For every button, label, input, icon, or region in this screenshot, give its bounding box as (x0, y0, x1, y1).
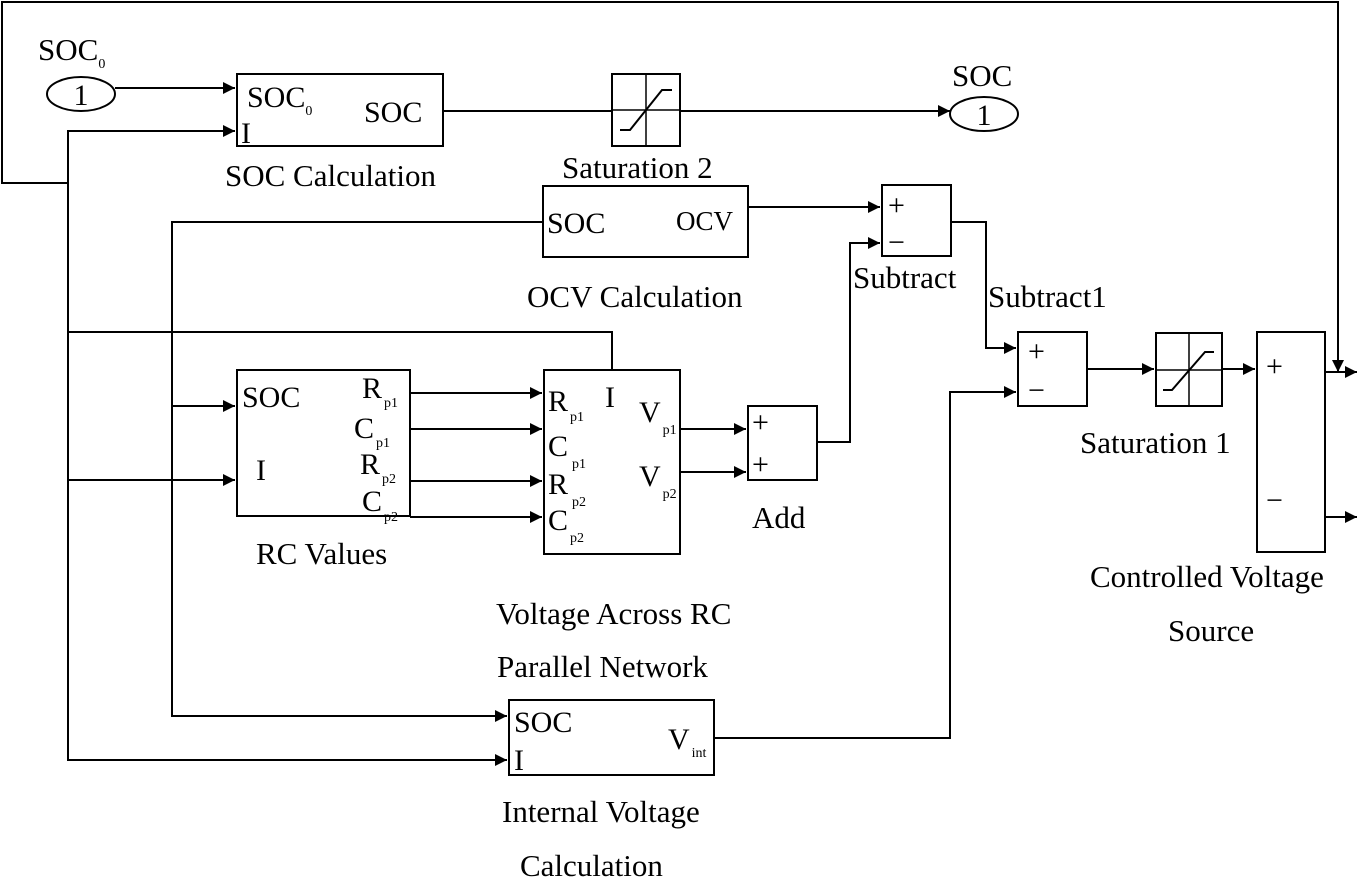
internal-voltage-title-line1: Internal Voltage (502, 794, 700, 829)
wire-subtract-to-subtract1[interactable] (951, 221, 1016, 354)
wire-current-feedback-loop[interactable] (1, 1, 1344, 372)
soc-outport[interactable]: 1 SOC (949, 58, 1019, 132)
rc-values-port-i: I (256, 454, 266, 487)
cvs-title-line2: Source (1168, 613, 1254, 648)
rc-values-title: RC Values (256, 536, 387, 571)
voltage-rc-port-rp2: Rp2 (548, 468, 586, 510)
internal-voltage-port-i: I (514, 744, 524, 777)
subtract-minus: − (888, 226, 905, 259)
subtract-block[interactable]: + − Subtract (853, 184, 957, 295)
wire-current-to-voltage-rc[interactable] (68, 331, 613, 370)
saturation2-title: Saturation 2 (562, 150, 713, 185)
ocv-calc-port-soc: SOC (547, 207, 605, 240)
voltage-rc-port-cp1: Cp1 (548, 430, 586, 472)
cvs-plus: + (1266, 350, 1283, 383)
wire-current-bus[interactable] (67, 183, 507, 766)
voltage-rc-title-line2: Parallel Network (497, 649, 708, 684)
wire-soc-bus[interactable] (171, 221, 543, 722)
internal-voltage-title-line2: Calculation (520, 848, 663, 883)
add-plus-1: + (752, 406, 769, 439)
wire-vint-to-subtract1[interactable] (714, 386, 1016, 739)
saturation1-block[interactable]: Saturation 1 (1080, 332, 1231, 460)
voltage-rc-port-cp2: Cp2 (548, 504, 584, 546)
ocv-calc-port-ocv: OCV (676, 206, 734, 236)
voltage-rc-port-vp2: Vp2 (639, 460, 677, 502)
soc-outport-label: SOC (952, 58, 1012, 93)
soc0-inport[interactable]: 1 SOC0 (38, 32, 116, 112)
voltage-rc-port-vp1: Vp1 (639, 396, 677, 438)
add-title: Add (752, 500, 806, 535)
subtract1-minus: − (1028, 374, 1045, 407)
soc-calc-port-soc-out: SOC (364, 96, 422, 129)
subtract1-title: Subtract1 (988, 279, 1107, 314)
saturation2-icon (620, 89, 672, 131)
cvs-title-line1: Controlled Voltage (1090, 559, 1324, 594)
signal-lines (1, 1, 1357, 766)
wire-current-to-soc-calc[interactable] (67, 125, 235, 183)
voltage-rc-title-line1: Voltage Across RC (496, 596, 731, 631)
soc-calculation-block[interactable]: SOC0 I SOC SOC Calculation (225, 73, 444, 193)
soc-calc-title: SOC Calculation (225, 158, 436, 193)
ocv-calc-title: OCV Calculation (527, 279, 743, 314)
soc-outport-number: 1 (977, 99, 992, 132)
add-plus-2: + (752, 448, 769, 481)
cvs-minus: − (1266, 484, 1283, 517)
soc-calc-port-soc0: SOC0 (247, 81, 312, 119)
subtract1-block[interactable]: + − Subtract1 (988, 279, 1107, 407)
voltage-rc-port-i: I (605, 381, 615, 414)
rc-values-port-soc: SOC (242, 381, 300, 414)
ocv-calculation-block[interactable]: SOC OCV OCV Calculation (527, 185, 749, 314)
controlled-voltage-source-block[interactable]: + − Controlled Voltage Source (1090, 331, 1326, 648)
subtract-plus: + (888, 189, 905, 222)
wire-add-to-subtract[interactable] (817, 237, 880, 443)
saturation1-icon (1163, 351, 1214, 391)
add-block[interactable]: + + Add (747, 405, 818, 535)
soc-calc-port-i: I (241, 117, 251, 150)
internal-voltage-port-soc: SOC (514, 706, 572, 739)
soc0-inport-label: SOC0 (38, 32, 105, 72)
subtract1-plus: + (1028, 335, 1045, 368)
soc0-inport-number: 1 (74, 79, 89, 112)
saturation2-block[interactable]: Saturation 2 (562, 73, 713, 185)
saturation1-title: Saturation 1 (1080, 425, 1231, 460)
subtract-title: Subtract (853, 260, 957, 295)
